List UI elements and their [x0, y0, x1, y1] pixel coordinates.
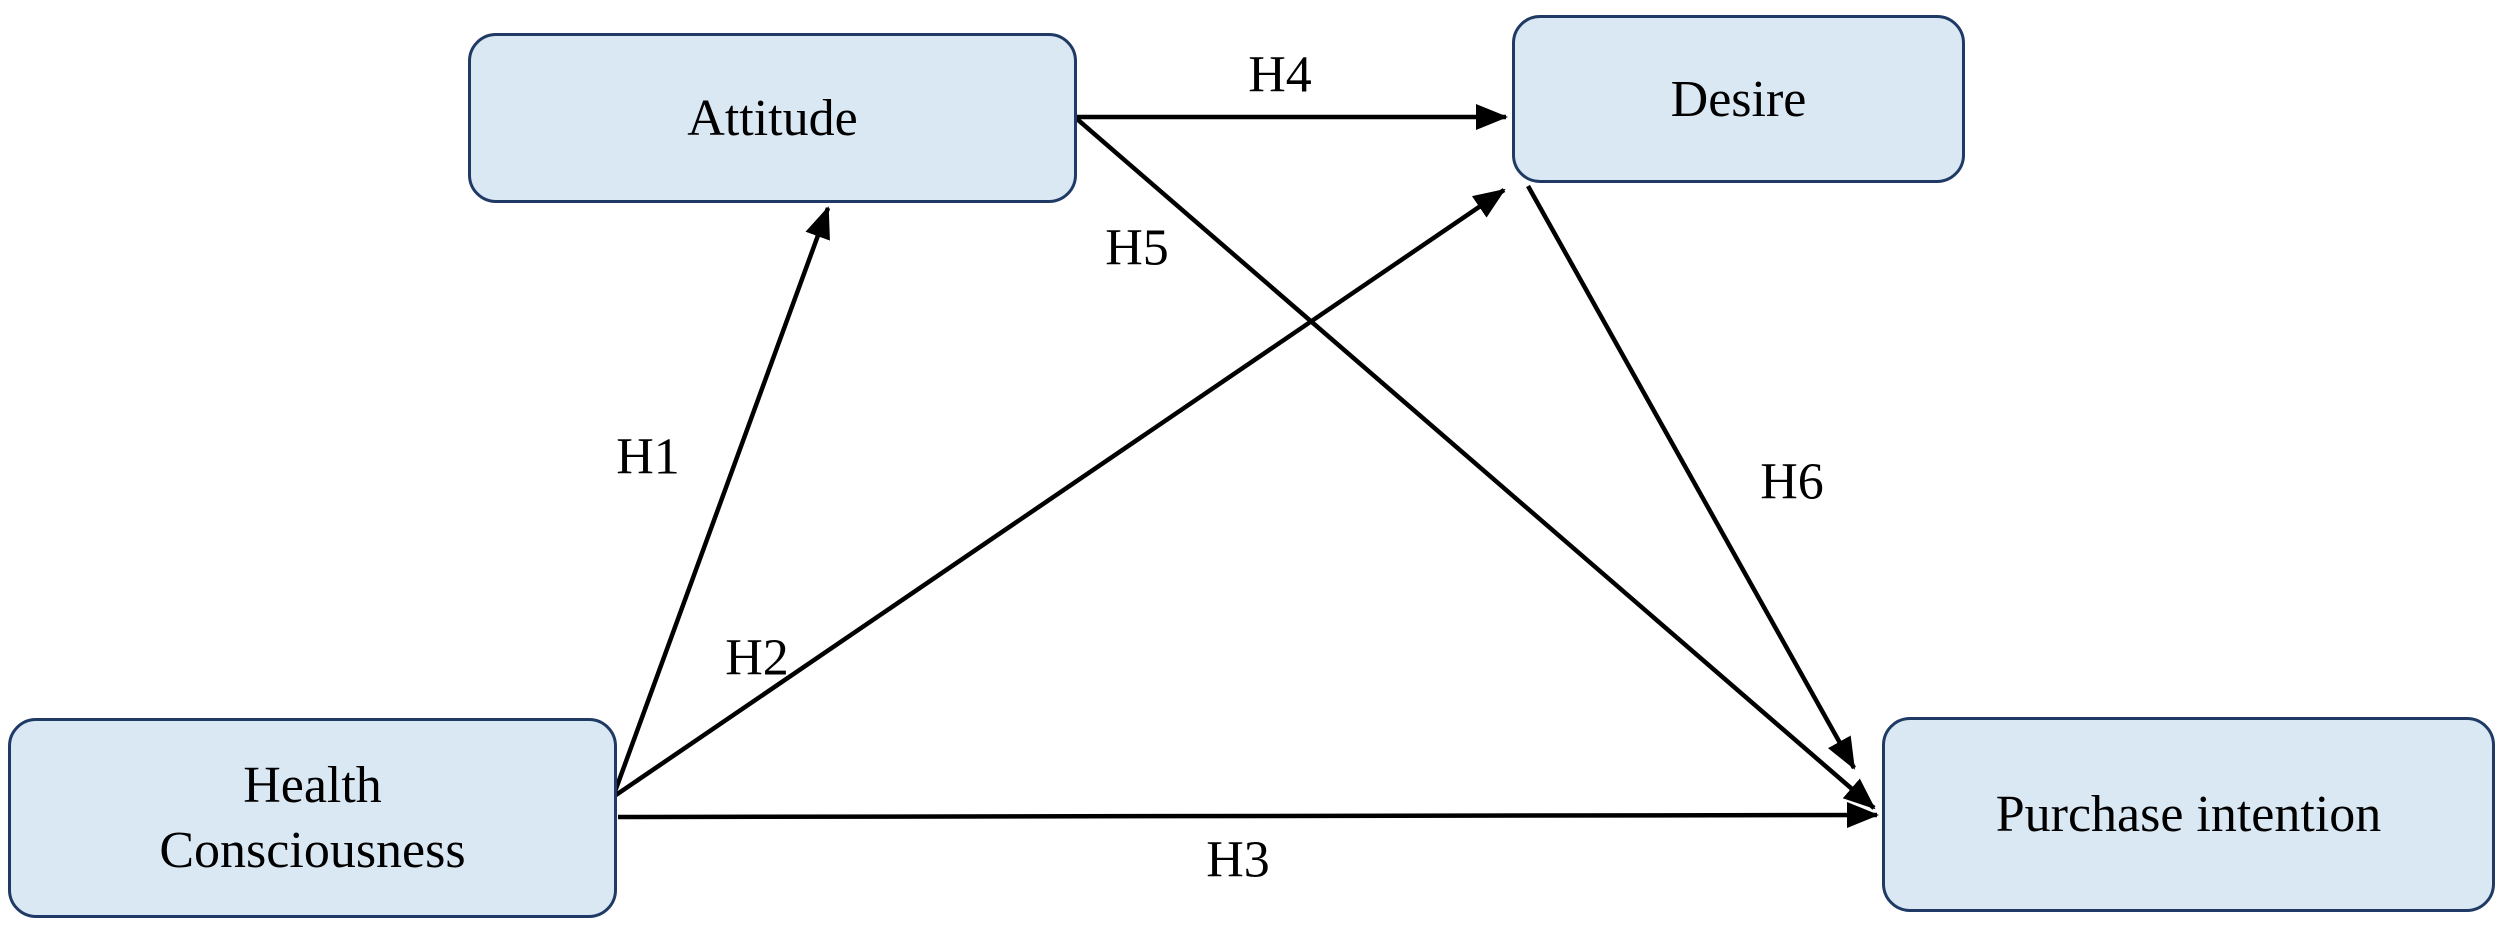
node-purchase-intention: Purchase intention	[1882, 717, 2495, 912]
h3-arrow	[617, 802, 1879, 829]
node-label-purchase-intention: Purchase intention	[1995, 786, 2382, 843]
node-label-desire: Desire	[1670, 70, 1807, 128]
h5-label: H5	[1105, 219, 1169, 277]
h5-arrow	[1075, 117, 1876, 810]
node-health-consciousness: Health Consciousness	[8, 718, 617, 918]
h6-arrow	[1526, 184, 1856, 770]
h4-label: H4	[1248, 46, 1312, 104]
node-label-attitude: Attitude	[687, 89, 858, 147]
h1-label: H1	[616, 428, 680, 486]
h6-label: H6	[1760, 453, 1824, 511]
h2-label: H2	[725, 629, 789, 687]
node-label-health-consciousness: Health Consciousness	[159, 757, 466, 879]
node-desire: Desire	[1512, 15, 1965, 183]
h1-arrow	[610, 206, 831, 798]
h3-label: H3	[1206, 831, 1270, 889]
h2-arrow	[611, 188, 1506, 799]
node-attitude: Attitude	[468, 33, 1077, 203]
